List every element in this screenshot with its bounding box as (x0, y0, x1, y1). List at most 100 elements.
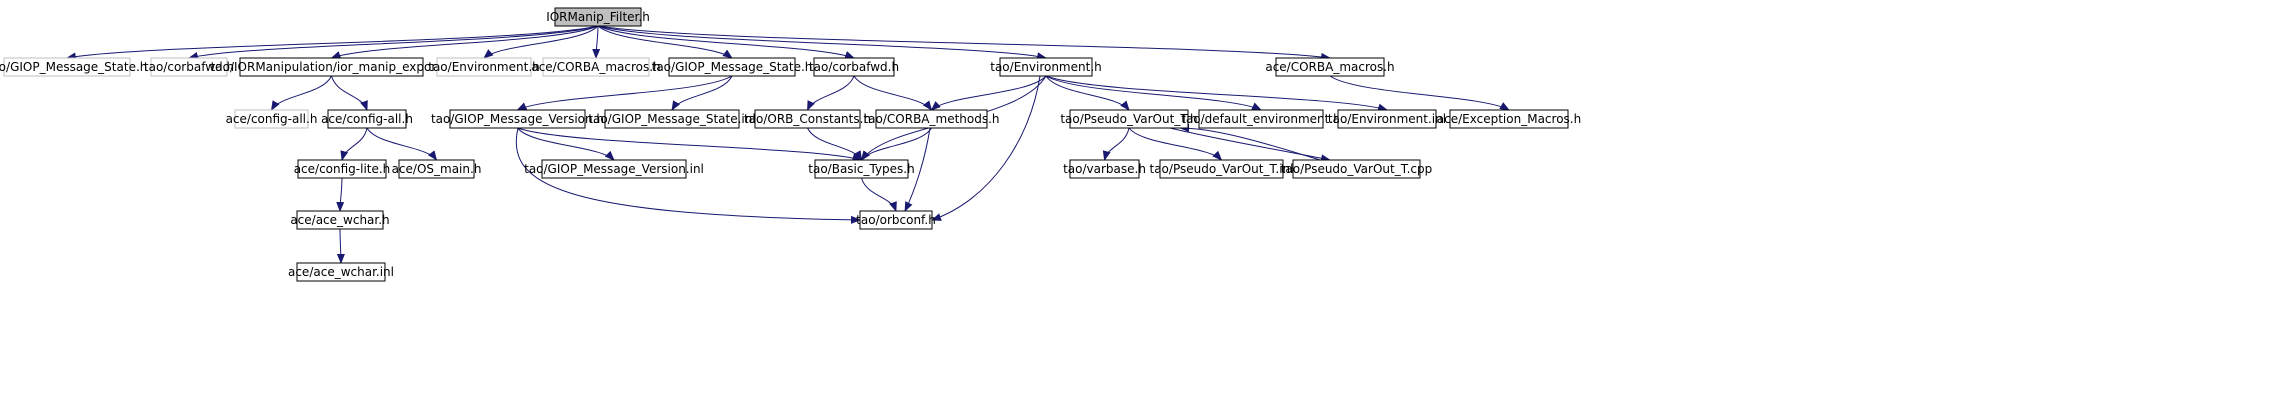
edge-iormanip-filter-h-to-ace-corba-macros-h (592, 25, 601, 59)
node-tao-environment-h[interactable]: tao/Environment.h (990, 57, 1102, 77)
node-box (150, 57, 228, 77)
node-box (859, 210, 933, 230)
node-box (297, 159, 387, 179)
node-box (234, 109, 309, 129)
node-tao-environment-inl[interactable]: tao/Environment.inl (1328, 109, 1446, 129)
node-box (436, 57, 532, 77)
edge-tao-corba-methods-h-to-tao-basic-types-h (860, 127, 932, 161)
node-box (327, 109, 407, 129)
node-tao-giop-message-state-inl[interactable]: tao/GIOP_Message_State.inl (588, 109, 756, 129)
node-tao-pseudo-varout-t-inl[interactable]: tao/Pseudo_VarOut_T.inl (1150, 159, 1294, 179)
node-label: ace/CORBA_macros.h (531, 60, 660, 74)
node-tao-pseudo-varout-t-cpp[interactable]: tao/Pseudo_VarOut_T.cpp (1281, 159, 1433, 179)
node-box (668, 57, 796, 77)
edge-tao-pseudo-varout-t-h-to-tao-varbase-h (1102, 127, 1130, 161)
node-tao-default-environment-h[interactable]: tao/default_environment.h (1181, 109, 1341, 129)
node-box (296, 210, 384, 230)
node-tao-giop-message-version-h[interactable]: tao/GIOP_Message_Version.h (431, 109, 604, 129)
node-label: ace/ace_wchar.inl (288, 265, 394, 279)
edge-tao-iormanipulation-ior-manip-export-h-to-ace-config-all-h (270, 75, 332, 111)
edge-tao-giop-message-version-h-to-tao-basic-types-h (517, 127, 863, 162)
node-ace-exception-macros-h[interactable]: ace/Exception_Macros.h (1437, 109, 1581, 129)
edge-iormanip-filter-h-to-tao-corbafwd-h (188, 25, 599, 60)
edge-iormanip-filter-h-to-tao-giop-message-state-h (597, 25, 733, 59)
node-label: ace/CORBA_macros.h (1265, 60, 1394, 74)
edge-iormanip-filter-h-to-tao-iormanipulation-ior-manip-export-h (330, 25, 599, 59)
edge-tao-pseudo-varout-t-h-to-tao-pseudo-varout-t-cpp (1169, 127, 1331, 163)
edge-iormanip-filter-h-to-tao-environment-h (597, 25, 1047, 61)
node-label: tao/Pseudo_VarOut_T.h (1060, 112, 1197, 126)
edge-tao-environment-h-to-tao-pseudo-varout-t-h (1045, 75, 1130, 111)
node-box (814, 159, 909, 179)
node-tao-basic-types-h[interactable]: tao/Basic_Types.h (808, 159, 915, 179)
node-label: ace/config-all.h (321, 112, 413, 126)
node-label: tao/Environment.inl (1328, 112, 1446, 126)
node-box (1449, 109, 1569, 129)
node-label: tao/corbafwd.h (809, 60, 899, 74)
node-box (554, 7, 642, 27)
edge-tao-corbafwd-h-to-tao-orb-constants-h (807, 75, 855, 111)
node-box (1069, 109, 1189, 129)
edge-tao-basic-types-h-to-tao-orbconf-h (861, 177, 897, 212)
node-label: tao/IORManipulation/ior_manip_export.h (211, 60, 453, 74)
edge-tao-pseudo-varout-t-h-to-tao-pseudo-varout-t-inl (1128, 127, 1223, 161)
edge-iormanip-filter-h-to-tao-corbafwd-h (597, 25, 855, 59)
node-tao-corbafwd-h-placeholder: tao/corbafwd.h (144, 57, 234, 77)
edge-tao-orb-constants-h-to-tao-basic-types-h (807, 127, 862, 161)
edge-tao-environment-h-to-tao-environment-inl (1045, 75, 1388, 112)
node-ace-config-lite-h[interactable]: ace/config-lite.h (294, 159, 391, 179)
edge-ace-corba-macros-h-to-ace-exception-macros-h (1329, 75, 1510, 111)
node-label: tao/GIOP_Message_State.h (0, 60, 147, 74)
node-label: tao/GIOP_Message_Version.h (431, 112, 604, 126)
node-ace-ace-wchar-inl[interactable]: ace/ace_wchar.inl (288, 262, 394, 282)
node-box (754, 109, 861, 129)
node-box (542, 57, 650, 77)
edge-tao-giop-message-version-h-to-tao-orbconf-h (515, 127, 861, 224)
node-label: ace/config-lite.h (294, 162, 391, 176)
node-label: tao/CORBA_methods.h (863, 112, 999, 126)
node-box (1275, 57, 1385, 77)
node-label: tao/Basic_Types.h (808, 162, 914, 176)
edge-tao-environment-h-to-tao-default-environment-h (1045, 75, 1262, 111)
node-tao-iormanipulation-ior-manip-export-h[interactable]: tao/IORManipulation/ior_manip_export.h (211, 57, 453, 77)
node-tao-corbafwd-h[interactable]: tao/corbafwd.h (809, 57, 899, 77)
node-tao-pseudo-varout-t-h[interactable]: tao/Pseudo_VarOut_T.h (1060, 109, 1198, 129)
node-tao-giop-message-state-h[interactable]: tao/GIOP_Message_State.h (652, 57, 813, 77)
node-ace-os-main-h[interactable]: ace/OS_main.h (392, 159, 482, 179)
node-label: tao/GIOP_Message_State.h (652, 60, 813, 74)
node-ace-corba-macros-h[interactable]: ace/CORBA_macros.h (1265, 57, 1395, 77)
edge-iormanip-filter-h-to-ace-corba-macros-h (597, 25, 1331, 61)
node-tao-varbase-h[interactable]: tao/varbase.h (1063, 159, 1146, 179)
edge-ace-ace-wchar-h-to-ace-ace-wchar-inl (336, 228, 345, 264)
nodes-layer: IORManip_Filter.h tao/GIOP_Message_State.… (0, 7, 1581, 282)
node-label: tao/default_environment.h (1181, 112, 1341, 126)
node-label: ace/Exception_Macros.h (1437, 112, 1581, 126)
node-box (1337, 109, 1437, 129)
node-tao-orb-constants-h[interactable]: tao/ORB_Constants.h (744, 109, 871, 129)
edge-tao-giop-message-version-h-to-tao-giop-message-version-inl (517, 127, 615, 161)
node-box (604, 109, 740, 129)
node-tao-orbconf-h[interactable]: tao/orbconf.h (856, 210, 936, 230)
node-iormanip-filter-h[interactable]: IORManip_Filter.h (546, 7, 650, 27)
edge-tao-corbafwd-h-to-tao-corba-methods-h (853, 75, 933, 111)
node-label: ace/config-all.h (226, 112, 318, 126)
node-box (1292, 159, 1421, 179)
node-ace-ace-wchar-h[interactable]: ace/ace_wchar.h (290, 210, 390, 230)
node-ace-corba-macros-h-placeholder: ace/CORBA_macros.h (531, 57, 661, 77)
edge-tao-iormanipulation-ior-manip-export-h-to-ace-config-all-h (331, 75, 368, 111)
node-box (875, 109, 988, 129)
node-box (541, 159, 687, 179)
node-ace-config-all-h[interactable]: ace/config-all.h (321, 109, 413, 129)
node-box (999, 57, 1093, 77)
node-box (398, 159, 475, 179)
node-box (1069, 159, 1140, 179)
edge-iormanip-filter-h-to-tao-environment-h (483, 25, 599, 59)
node-tao-corba-methods-h[interactable]: tao/CORBA_methods.h (863, 109, 1000, 129)
edge-tao-environment-h-to-tao-corba-methods-h (930, 75, 1047, 111)
edge-tao-pseudo-varout-t-cpp-to-tao-pseudo-varout-t-h (1179, 124, 1321, 161)
node-label: tao/Pseudo_VarOut_T.inl (1150, 162, 1294, 176)
node-label: tao/Environment.h (428, 60, 540, 74)
edge-ace-config-lite-h-to-ace-ace-wchar-h (336, 177, 345, 212)
node-tao-giop-message-version-inl[interactable]: tao/GIOP_Message_Version.inl (524, 159, 704, 179)
